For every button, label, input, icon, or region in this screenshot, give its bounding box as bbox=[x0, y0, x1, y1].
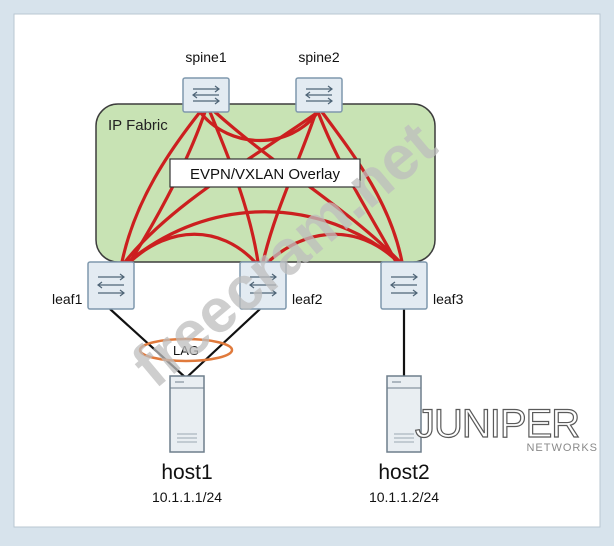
host2-address: 10.1.1.2/24 bbox=[369, 489, 439, 505]
switch-icon bbox=[390, 273, 418, 297]
spine1-label: spine1 bbox=[185, 49, 226, 65]
juniper-logo: JUNIPER NETWORKS bbox=[414, 401, 598, 454]
host1-address: 10.1.1.1/24 bbox=[152, 489, 222, 505]
logo-brand: JUNIPER bbox=[415, 402, 579, 446]
overlay-link-spine1-leaf1 bbox=[120, 110, 202, 264]
server-icon bbox=[169, 375, 205, 453]
overlay-arc-leaf1-leaf3 bbox=[126, 210, 402, 264]
leaf2-switch bbox=[239, 261, 287, 310]
lag-ring bbox=[138, 337, 234, 363]
switch-icon bbox=[249, 273, 277, 297]
host1-server bbox=[169, 375, 205, 453]
spine2-label: spine2 bbox=[298, 49, 339, 65]
switch-icon bbox=[305, 85, 333, 105]
switch-icon bbox=[192, 85, 220, 105]
spine1-switch bbox=[182, 77, 230, 113]
logo-sub: NETWORKS bbox=[526, 442, 598, 454]
overlay-link-spine2-leaf3 bbox=[320, 110, 404, 264]
host2-label: host2 bbox=[378, 461, 429, 484]
overlay-arc-spine-cross bbox=[198, 110, 320, 142]
host1-label: host1 bbox=[161, 461, 212, 484]
ip-fabric-label: IP Fabric bbox=[108, 117, 168, 134]
leaf1-switch bbox=[87, 261, 135, 310]
leaf1-label: leaf1 bbox=[52, 291, 83, 307]
lag-label: LAG bbox=[173, 343, 199, 358]
overlay-label: EVPN/VXLAN Overlay bbox=[190, 166, 341, 183]
switch-icon bbox=[97, 273, 125, 297]
leaf3-switch bbox=[380, 261, 428, 310]
spine2-switch bbox=[295, 77, 343, 113]
server-icon bbox=[386, 375, 422, 453]
host2-server bbox=[386, 375, 422, 453]
leaf3-label: leaf3 bbox=[433, 291, 464, 307]
leaf2-label: leaf2 bbox=[292, 291, 323, 307]
overlay-label-box bbox=[169, 158, 361, 188]
overlay-link-spine1-leaf3 bbox=[213, 110, 402, 264]
overlay-link-spine2-leaf3-b bbox=[316, 110, 398, 264]
